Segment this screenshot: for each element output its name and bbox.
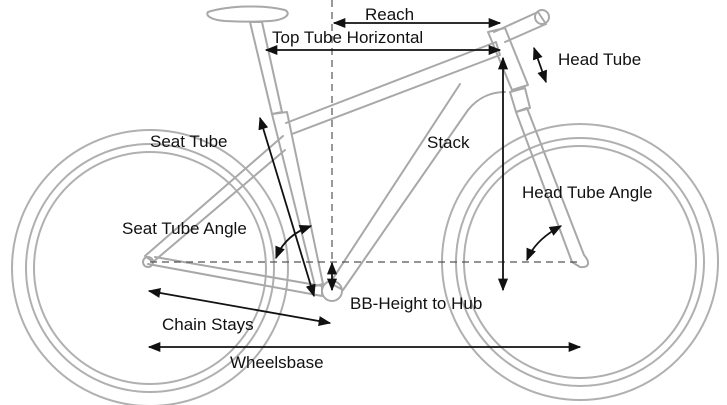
chain-stay — [147, 256, 323, 297]
front-wheel — [441, 123, 719, 401]
label-seat-tube-angle: Seat Tube Angle — [122, 219, 247, 238]
label-seat-tube: Seat Tube — [150, 132, 228, 151]
label-wheelbase: Wheelsbase — [230, 353, 324, 372]
label-bb-height-to-hub: BB-Height to Hub — [350, 294, 483, 313]
seat-tube-arrow — [258, 116, 316, 298]
head-tube — [487, 27, 529, 91]
seat-tube-angle-arc — [275, 224, 313, 260]
seat-stay — [144, 135, 286, 263]
label-chain-stays: Chain Stays — [162, 315, 254, 334]
down-tube — [329, 83, 506, 291]
label-reach: Reach — [365, 5, 415, 24]
stem — [493, 11, 547, 43]
handlebar — [534, 9, 550, 25]
label-head-tube: Head Tube — [558, 50, 642, 69]
label-top-tube-horizontal: Top Tube Horizontal — [272, 28, 424, 47]
fork-crown — [509, 87, 531, 113]
head-tube-angle-arc — [526, 225, 563, 262]
saddle — [206, 5, 289, 23]
fork-leg — [515, 107, 590, 269]
top-tube — [285, 41, 501, 135]
chain-stays-arrow — [147, 288, 332, 326]
label-stack: Stack — [427, 133, 470, 152]
label-head-tube-angle: Head Tube Angle — [522, 183, 653, 202]
head-tube-arrow — [533, 46, 547, 84]
